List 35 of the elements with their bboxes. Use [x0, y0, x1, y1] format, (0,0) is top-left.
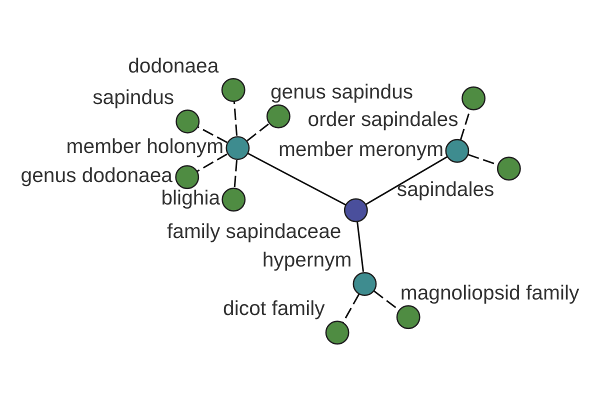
connector	[356, 222, 364, 272]
node-label: genus dodonaea	[20, 165, 172, 188]
node-label: sapindus	[92, 86, 174, 109]
connector	[247, 152, 346, 206]
node-label: family sapindaceae	[166, 220, 342, 243]
node-circle	[396, 305, 420, 330]
connector	[342, 294, 360, 323]
node-label: dodonaea	[128, 55, 219, 78]
connector	[366, 156, 448, 205]
node-circle	[344, 198, 368, 222]
node-label: member meronym	[278, 138, 444, 161]
node-circle	[226, 136, 250, 160]
node-label: member holonym	[66, 136, 224, 158]
node-circle	[352, 272, 377, 296]
node-label: blighia	[161, 188, 220, 210]
connector	[246, 124, 269, 142]
node-circle	[462, 86, 486, 110]
node-label: genus sapindus	[270, 82, 414, 104]
node-label: sapindales	[396, 179, 494, 202]
node-label: order sapindales	[308, 108, 458, 131]
node-circle	[222, 188, 246, 212]
node-circle	[176, 109, 200, 134]
connector	[198, 126, 228, 144]
node-circle	[496, 156, 521, 181]
connector	[233, 101, 238, 136]
node-label: dicot family	[223, 298, 325, 320]
connector	[234, 160, 238, 188]
node-circle	[325, 320, 350, 345]
node-circle	[445, 138, 470, 163]
node-circle	[175, 165, 200, 190]
node-circle	[266, 104, 290, 128]
node-label: magnoliopsid family	[400, 282, 580, 304]
node-circle	[221, 78, 246, 102]
connector	[196, 154, 228, 172]
node-label: hypernym	[262, 249, 352, 272]
